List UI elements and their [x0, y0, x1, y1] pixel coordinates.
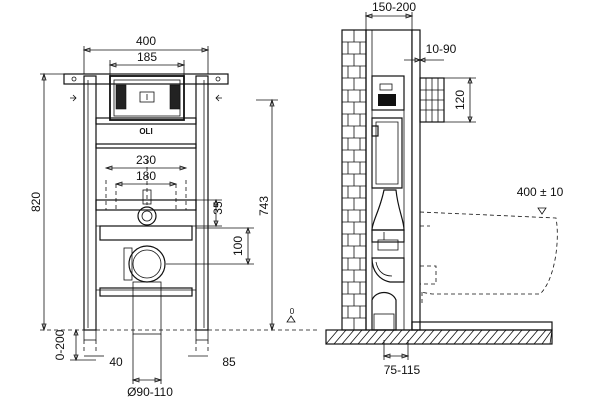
front-view: OLI	[29, 34, 320, 399]
flush-panel	[109, 75, 185, 121]
dim-foot-40: 40	[109, 355, 123, 369]
dim-height-120: 120	[453, 90, 467, 110]
wall-bowl-outline	[419, 211, 558, 295]
side-view: 150-200 10-90 120 400 ± 10 75-115	[325, 0, 564, 377]
dim-width-230: 230	[136, 153, 156, 167]
dim-foot-adjust: 0-200	[53, 329, 67, 360]
dim-offset-100: 100	[231, 236, 245, 256]
dim-offset-35: 35	[211, 201, 225, 215]
dim-width-180: 180	[136, 169, 156, 183]
frame-left-post	[83, 75, 97, 331]
drain-pipe	[132, 281, 162, 335]
brand-mark: OLI	[139, 127, 152, 136]
dim-offset-10-90: 10-90	[426, 42, 457, 56]
waste-pipe-connector	[128, 245, 166, 283]
dim-drain-diameter: Ø90-110	[127, 385, 173, 399]
dim-foot-85: 85	[222, 355, 236, 369]
dim-width-185: 185	[137, 50, 157, 64]
dim-height-743: 743	[257, 196, 271, 216]
floor-slab	[325, 329, 553, 345]
frame-right-post	[195, 75, 209, 331]
flush-pipe-outlet	[137, 206, 157, 226]
top-bracket	[63, 73, 229, 85]
dim-width-400: 400	[136, 34, 156, 48]
dim-depth-150-200: 150-200	[372, 0, 416, 14]
svg-text:0: 0	[290, 307, 295, 316]
dim-height-820: 820	[29, 192, 43, 212]
dim-bowl-height: 400 ± 10	[517, 185, 564, 199]
dim-bottom-75-115: 75-115	[384, 363, 421, 377]
brick-wall	[341, 29, 367, 331]
